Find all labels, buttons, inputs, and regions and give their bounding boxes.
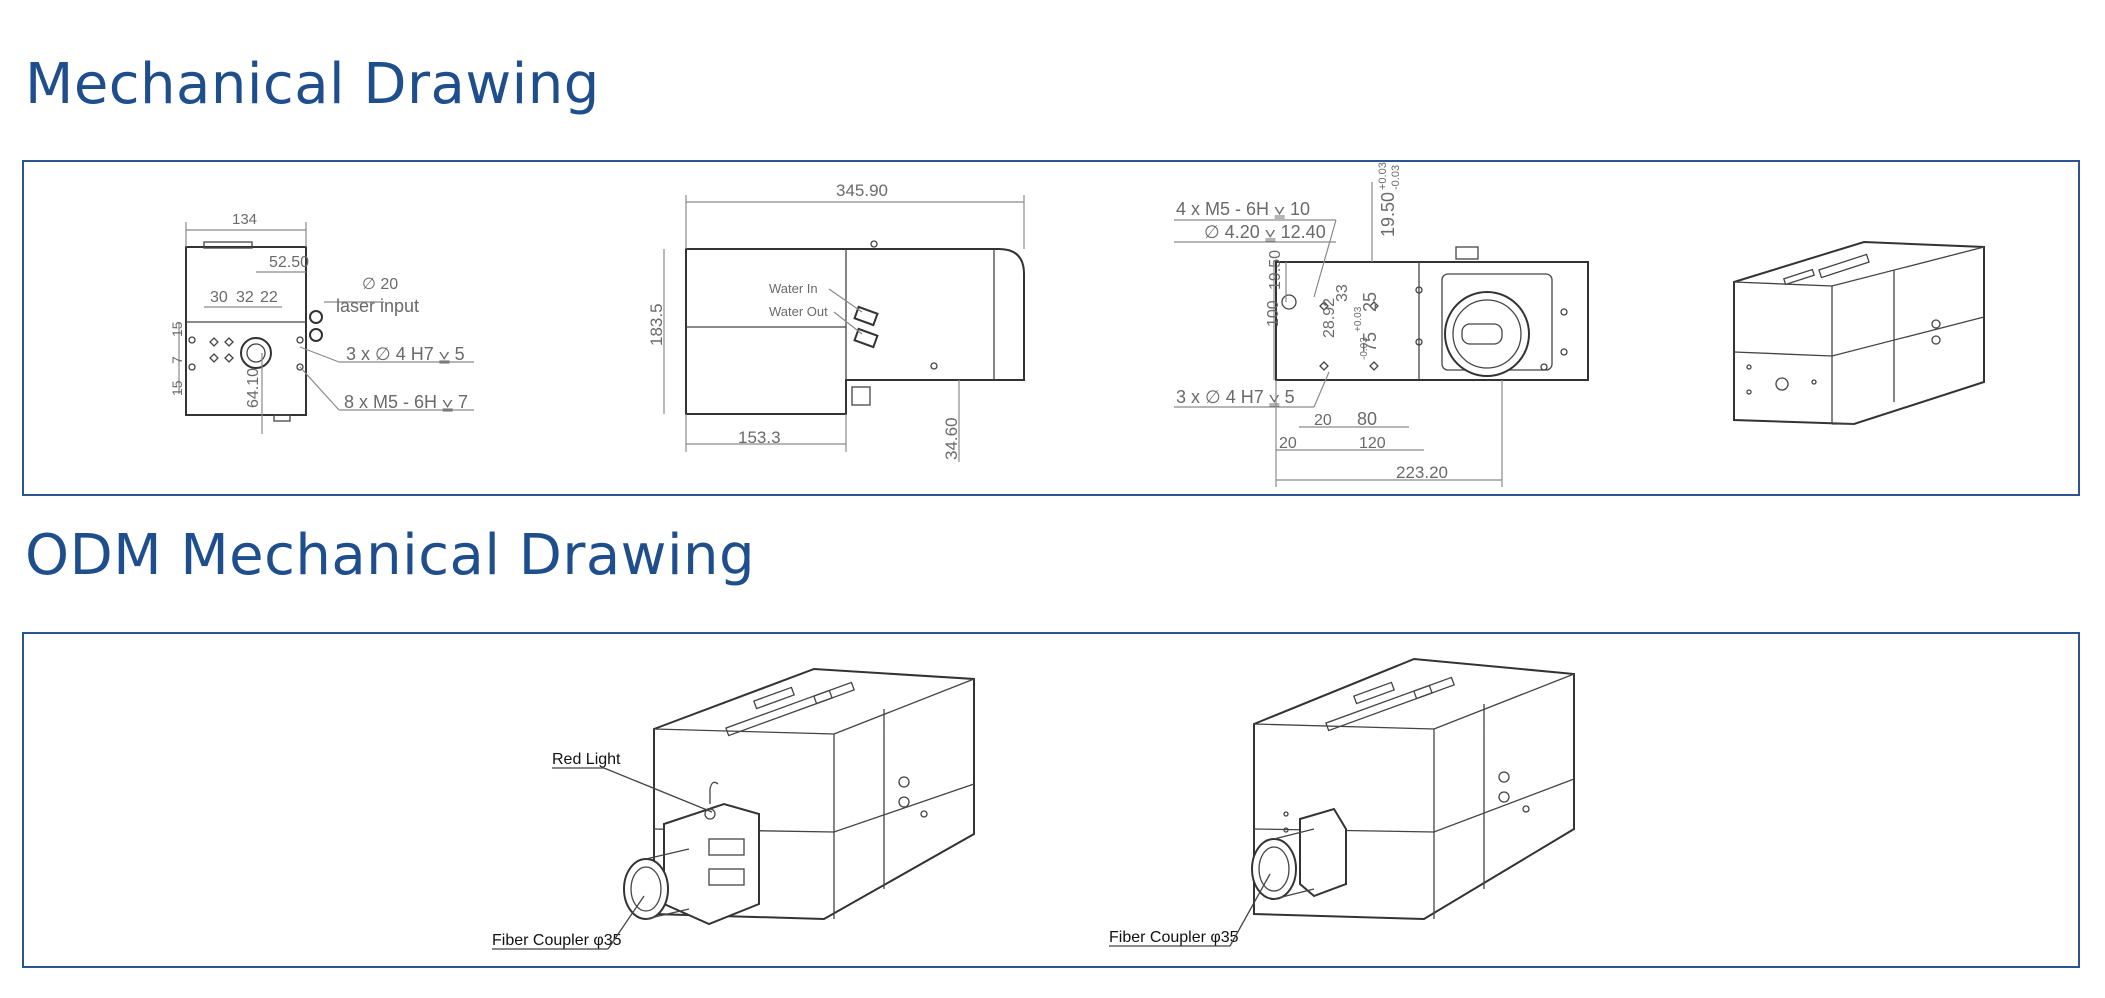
water-out-label: Water Out [769,304,828,319]
odm-mechanical-drawing-title: ODM Mechanical Drawing [25,523,756,588]
dim-223-20: 223.20 [1396,463,1448,482]
red-light-label: Red Light [552,751,621,768]
mechanical-drawing-title: Mechanical Drawing [25,52,600,117]
side-view: 345.90 183.5 Water In Water Out 153.3 34… [647,181,1025,462]
top-view-body [1275,261,1589,381]
phi-4-20-label: ∅ 4.20 ⩣ 12.40 [1204,222,1326,242]
dim-34-60: 34.60 [942,417,961,460]
water-in-label: Water In [769,281,818,296]
isometric-view [1733,240,1985,426]
h7-holes-label: 3 x ∅ 4 H7 ⩣ 5 [1176,387,1295,407]
front-view-body [185,246,307,416]
side-view-body [685,248,1025,415]
dim-28-92: 28.92 [1321,298,1338,338]
holes-m5-label: 8 x M5 - 6H ⩣ 7 [344,392,468,412]
m5-holes-label: 4 x M5 - 6H ⩣ 10 [1176,199,1310,219]
odm-model-1-coupler-housing [663,802,760,926]
isometric-body [1733,240,1985,426]
top-view-aperture [1444,291,1530,377]
dim-80: 80 [1357,409,1377,429]
dim-52-50: 52.50 [269,254,309,271]
dim-19-50: 19.50 [1267,250,1284,290]
odm-drawing-svg: Red Light Fiber Coupler φ35 Fiber Couple… [492,657,1575,950]
tol-top-plus: +0.03 [1377,162,1389,190]
dim-134: 134 [232,211,257,228]
dim-25: 25 [1360,292,1380,312]
dim-345-90: 345.90 [836,181,888,200]
dim-30: 30 [210,289,228,306]
dim-153-3: 153.3 [738,428,781,447]
dim-33: 33 [1334,284,1351,302]
dim-20b: 20 [1279,435,1297,452]
mechanical-drawing-panel: 134 52.50 30 32 22 ∅ 20 laser input 3 x … [22,160,2080,496]
tol-small-minus: -0.03 [1359,337,1370,360]
holes-h7-label: 3 x ∅ 4 H7 ⩣ 5 [346,344,465,364]
dim-20a: 20 [1314,412,1332,429]
dim-100: 100 [1265,300,1282,327]
dim-32: 32 [236,289,254,306]
tol-top-minus: -0.03 [1390,165,1402,190]
dim-15b: 15 [169,380,185,396]
dim-183-5: 183.5 [647,303,666,346]
dim-75: 75 [1360,332,1380,352]
front-view-aperture [240,337,272,369]
dim-7: 7 [169,356,185,364]
odm-model-red-light: Red Light Fiber Coupler φ35 [492,667,975,950]
fiber-coupler-label-1: Fiber Coupler φ35 [492,932,622,949]
top-view: 4 x M5 - 6H ⩣ 10 ∅ 4.20 ⩣ 12.40 19.50 +0… [1174,162,1589,487]
dim-120: 120 [1359,435,1386,452]
odm-model-standard: Fiber Coupler φ35 [1109,657,1575,947]
front-view: 134 52.50 30 32 22 ∅ 20 laser input 3 x … [169,211,474,434]
odm-model-2-coupler-housing [1299,807,1347,898]
odm-mechanical-drawing-panel: Red Light Fiber Coupler φ35 Fiber Couple… [22,632,2080,968]
fiber-coupler-label-2: Fiber Coupler φ35 [1109,929,1239,946]
dim-64-10: 64.10 [245,368,262,408]
dim-phi-20: ∅ 20 [362,276,398,293]
mechanical-drawing-svg: 134 52.50 30 32 22 ∅ 20 laser input 3 x … [169,162,1985,487]
dim-15a: 15 [169,321,185,337]
dim-19-50-vertical: 19.50 [1378,192,1398,237]
dim-22: 22 [260,289,278,306]
laser-input-label: laser input [336,296,419,316]
tol-small-plus: +0.03 [1353,306,1364,332]
